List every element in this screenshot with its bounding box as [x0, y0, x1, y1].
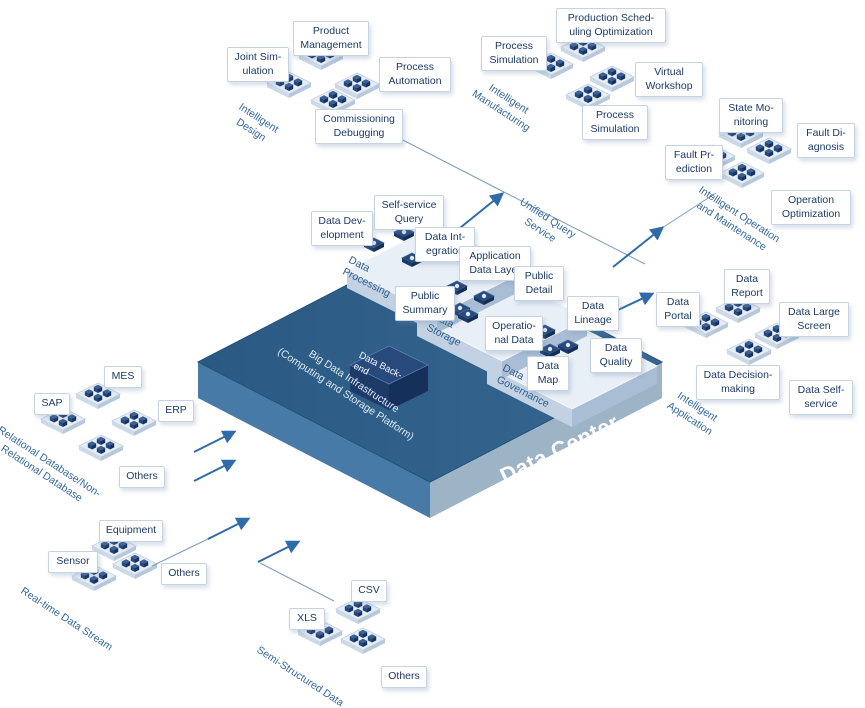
- label-data-report: Data Report: [724, 269, 770, 305]
- label-virtual-workshop: Virtual Workshop: [635, 62, 703, 98]
- cube-stack-icon: [336, 598, 380, 624]
- label-production-scheduling-optimization: Production Sched- uling Optimization: [556, 8, 666, 44]
- connector-line: [499, 189, 646, 265]
- label-data-development: Data Dev- elopment: [311, 211, 373, 247]
- connector-lines: [151, 135, 717, 602]
- connector-line: [661, 192, 717, 229]
- label-data-large-screen: Data Large Screen: [779, 302, 849, 338]
- label-others-stream: Others: [161, 563, 207, 585]
- label-product-management: Product Management: [293, 21, 369, 57]
- cube-stack-icon: [79, 435, 123, 461]
- flow-arrow: [193, 459, 237, 482]
- flow-arrow: [257, 540, 301, 563]
- flow-arrow: [612, 226, 665, 268]
- connector-line: [151, 537, 211, 567]
- flow-arrow: [193, 430, 237, 453]
- cube-stack-icon: [720, 162, 764, 188]
- label-data-lineage: Data Lineage: [567, 296, 619, 332]
- label-fault-prediction: Fault Pr- ediction: [665, 145, 723, 181]
- connector-line: [394, 135, 501, 191]
- label-mes: MES: [104, 366, 142, 388]
- label-data-quality: Data Quality: [590, 338, 642, 374]
- label-state-monitoring: State Mo- nitoring: [719, 98, 783, 134]
- flow-arrow: [617, 292, 655, 311]
- label-csv: CSV: [351, 580, 387, 602]
- label-data-decision-making: Data Decision- making: [696, 365, 780, 401]
- label-equipment: Equipment: [99, 520, 163, 542]
- connector-line: [259, 562, 335, 602]
- label-xls: XLS: [289, 608, 325, 630]
- label-data-portal: Data Portal: [656, 292, 700, 328]
- label-data-self-service: Data Self- service: [789, 380, 853, 416]
- cube-stack-icon: [727, 339, 771, 365]
- label-others-db: Others: [119, 466, 165, 488]
- data-backend-block: [349, 345, 429, 410]
- cube-stack-icon: [341, 628, 385, 654]
- label-operation-optimization: Operation Optimization: [771, 190, 851, 226]
- label-others-semi: Others: [381, 666, 427, 688]
- label-sap: SAP: [34, 393, 70, 415]
- flow-arrow: [207, 517, 251, 540]
- label-joint-simulation: Joint Sim- ulation: [227, 47, 289, 83]
- label-process-automation: Process Automation: [379, 57, 451, 93]
- cube-stack-icon: [112, 410, 156, 436]
- label-operational-data: Operatio- nal Data: [485, 316, 543, 352]
- label-fault-diagnosis: Fault Di- agnosis: [797, 123, 855, 159]
- label-self-service-query: Self-service Query: [374, 195, 444, 231]
- label-sensor: Sensor: [48, 551, 98, 573]
- label-erp: ERP: [158, 400, 194, 422]
- label-commissioning-debugging: Commissioning Debugging: [315, 109, 403, 145]
- label-data-map: Data Map: [527, 356, 569, 392]
- label-process-simulation-1: Process Simulation: [481, 36, 547, 72]
- label-process-simulation-2: Process Simulation: [582, 105, 648, 141]
- cube-stack-icon: [747, 138, 791, 164]
- label-public-summary: Public Summary: [395, 286, 455, 322]
- label-public-detail: Public Detail: [514, 266, 564, 302]
